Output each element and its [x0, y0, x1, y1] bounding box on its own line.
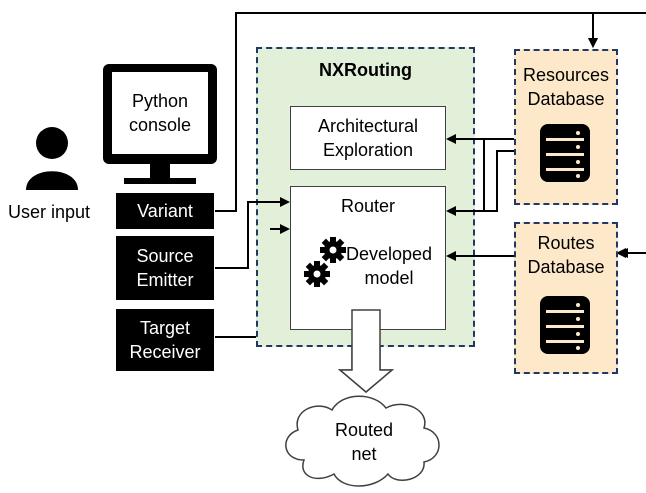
- routed-net-label: Routed net: [334, 420, 394, 465]
- source-emitter-box: Source Emitter: [116, 236, 214, 300]
- routed-net-cloud: [285, 395, 440, 487]
- monitor-icon: [103, 64, 217, 184]
- router-title: Router: [340, 196, 396, 216]
- python-console-label: Python console: [128, 90, 192, 135]
- user-input-label: User input: [8, 202, 91, 222]
- nxrouting-title: NXRouting: [319, 60, 412, 80]
- routes-database-label: Routes Database: [527, 233, 605, 278]
- developed-model-label: Developed model: [345, 244, 433, 289]
- gears-icon: [303, 234, 349, 294]
- router-box: [290, 186, 446, 330]
- variant-bus-line: [215, 12, 646, 212]
- target-receiver-box: Target Receiver: [116, 309, 214, 371]
- user-icon: [26, 127, 78, 190]
- resources-database-label: Resources Database: [522, 65, 610, 110]
- variant-input-box: Variant: [116, 193, 214, 229]
- architectural-exploration-box: Architectural Exploration: [290, 106, 446, 170]
